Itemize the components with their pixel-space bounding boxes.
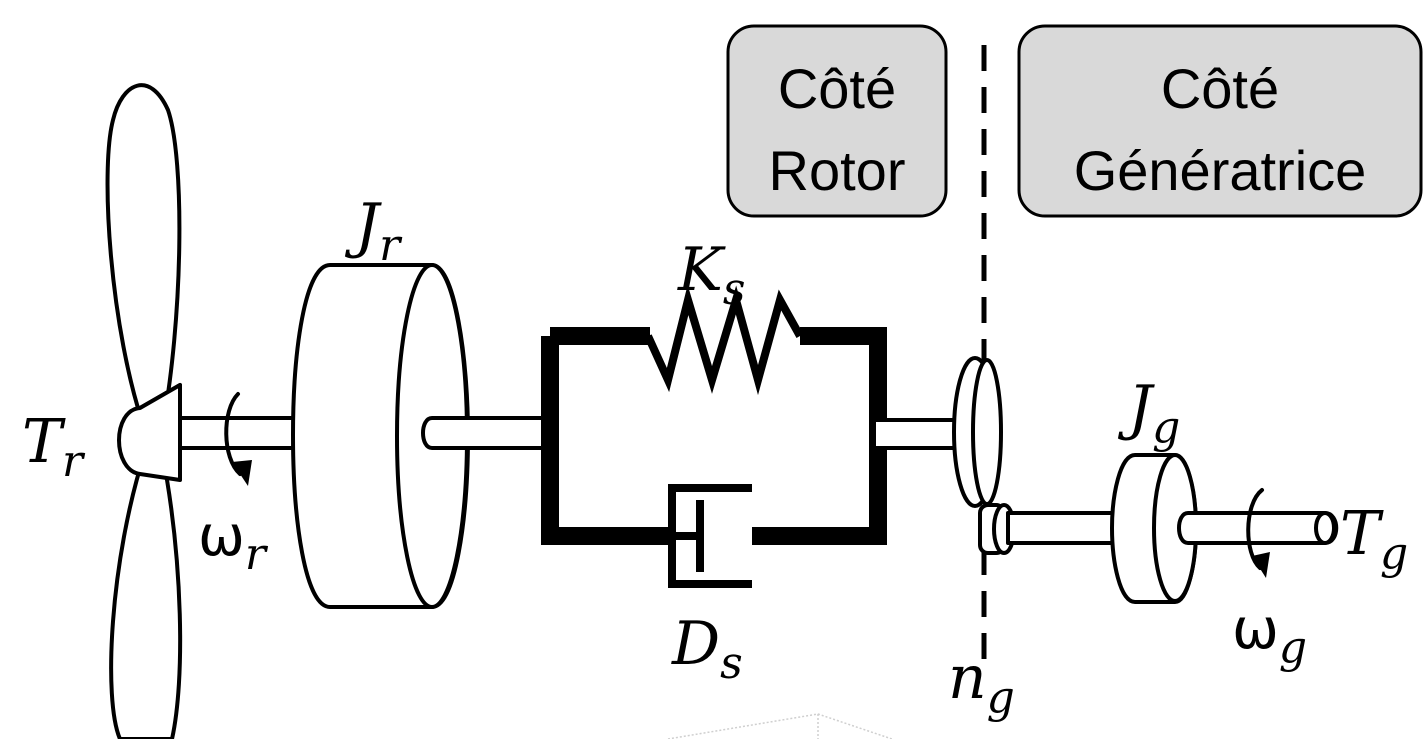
generator-inertia-label: Jg [1117,373,1180,453]
rotor-speed-arrow [224,392,252,486]
rotor-hub [117,383,182,482]
stiffness-label: Ks [677,235,745,315]
gear-ratio-label: ng [948,643,1015,723]
turbine-blades [105,83,183,739]
generator-torque-label: Tg [1340,499,1408,579]
generator-side-label-line2: Génératrice [1074,139,1367,202]
high-speed-shaft [1006,511,1125,545]
spring-damper-assembly [541,284,887,588]
intermediate-shaft [421,416,552,450]
rotor-side-label-line2: Rotor [769,139,906,202]
bottom-artifact [667,713,893,739]
shaft-spring [644,284,804,396]
rotor-side-label-line1: Côté [778,57,896,120]
rotor-inertia-label: Jr [344,191,403,271]
rotor-shaft [170,416,299,450]
generator-speed-arrow [1246,488,1270,578]
rotor-side-box: Côté Rotor [726,24,948,218]
rotor-torque-label: Tr [22,407,86,487]
generator-side-label-line1: Côté [1161,57,1279,120]
gearbox-large-gear [952,356,1003,508]
generator-shaft [1177,511,1339,545]
generator-speed-label: ωg [1232,597,1307,673]
rotor-speed-label: ωr [198,504,269,580]
generator-side-box: Côté Génératrice [1017,24,1423,218]
shaft-damper [668,484,752,588]
damping-label: Ds [671,609,743,689]
